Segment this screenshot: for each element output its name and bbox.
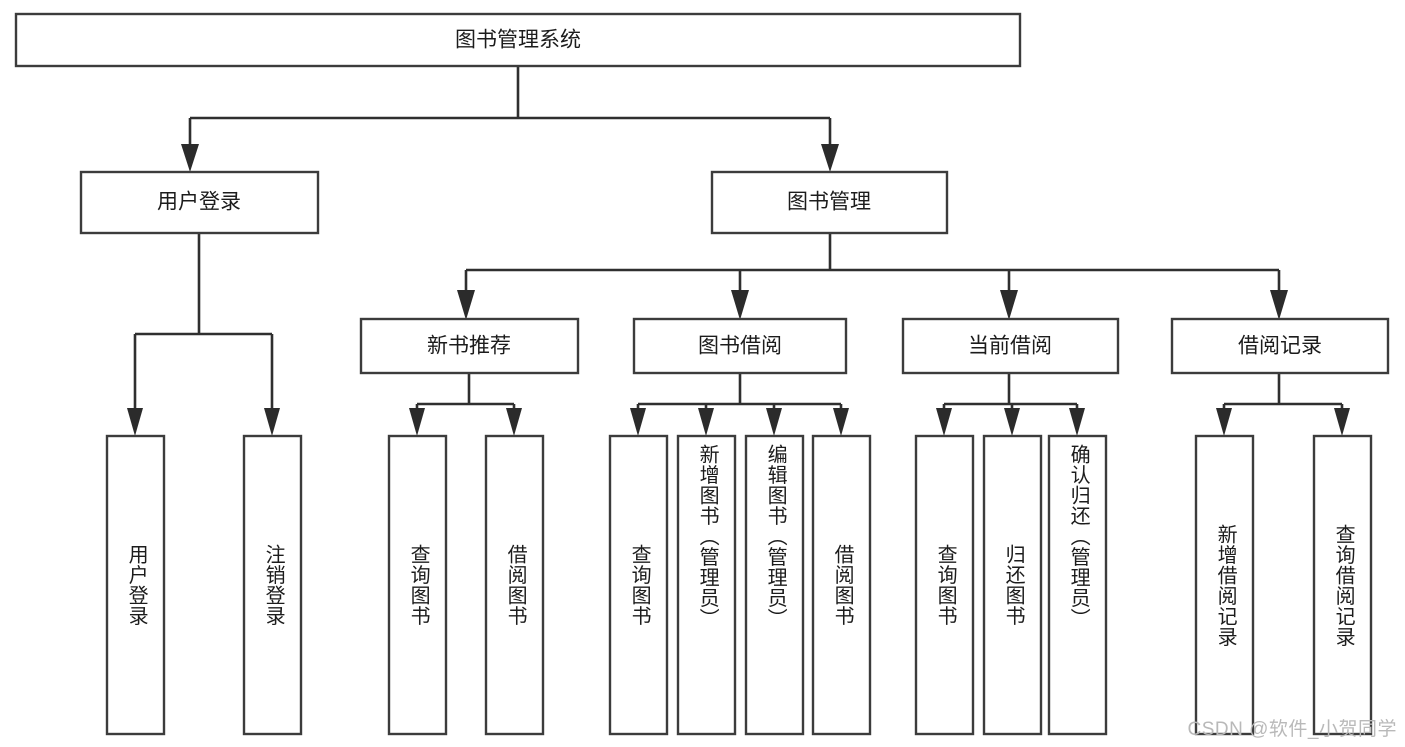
arrow-head-leaf-logout-login [264,408,280,436]
node-box-leaf-edit-book[interactable] [744,434,805,736]
node-box-current-borrow[interactable] [901,317,1120,375]
arrow-head-leaf-confirm-return [1069,408,1085,436]
node-label-new-book-recommend: 新书推荐 [427,335,511,358]
node-box-leaf-add-record[interactable] [1194,434,1255,736]
arrow-head-borrow-record [1270,290,1288,320]
node-box-leaf-borrow-book-2[interactable] [811,434,872,736]
node-box-leaf-add-book[interactable] [676,434,737,736]
arrow-head-leaf-borrow-book-1 [506,408,522,436]
arrow-head-current-borrow [1000,290,1018,320]
node-label-borrow-record: 借阅记录 [1238,335,1322,358]
node-box-user-login[interactable] [79,170,320,235]
node-box-leaf-query-book-2[interactable] [608,434,669,736]
arrow-head-leaf-add-record [1216,408,1232,436]
node-box-leaf-confirm-return[interactable] [1047,434,1108,736]
csdn-watermark: CSDN @软件_小贺同学 [1187,719,1397,740]
arrow-head-new-book-recommend [457,290,475,320]
node-box-leaf-query-book-3[interactable] [914,434,975,736]
node-box-new-book-recommend[interactable] [359,317,580,375]
node-label-system: 图书管理系统 [455,29,581,52]
node-box-leaf-query-book-1[interactable] [387,434,448,736]
arrow-head-leaf-add-book [698,408,714,436]
arrow-head-leaf-borrow-book-2 [833,408,849,436]
arrow-head-leaf-query-book-3 [936,408,952,436]
node-box-leaf-borrow-book-1[interactable] [484,434,545,736]
node-label-current-borrow: 当前借阅 [968,335,1052,358]
arrow-head-leaf-query-book-2 [630,408,646,436]
node-box-system[interactable] [14,12,1022,68]
arrow-head-leaf-query-record [1334,408,1350,436]
arrow-head-leaf-user-login [127,408,143,436]
node-box-leaf-query-record[interactable] [1312,434,1373,736]
node-box-borrow-record[interactable] [1170,317,1390,375]
connector-layer [127,66,1350,436]
node-box-leaf-logout-login[interactable] [242,434,303,736]
node-label-book-manage: 图书管理 [787,191,871,214]
arrow-head-leaf-edit-book [766,408,782,436]
node-label-user-login: 用户登录 [157,191,241,214]
node-box-book-borrow[interactable] [632,317,848,375]
node-label-book-borrow: 图书借阅 [698,335,782,358]
arrow-head-leaf-return-book [1004,408,1020,436]
node-layer: 图书管理系统 用户登录 图书管理 新书推荐 图书借阅 当前借阅 借阅记录 [14,12,1390,736]
node-box-leaf-return-book[interactable] [982,434,1043,736]
arrow-head-book-manage [821,144,839,172]
arrow-head-book-borrow [731,290,749,320]
node-box-book-manage[interactable] [710,170,949,235]
arrow-head-leaf-query-book-1 [409,408,425,436]
node-box-leaf-user-login[interactable] [105,434,166,736]
arrow-head-user-login [181,144,199,172]
